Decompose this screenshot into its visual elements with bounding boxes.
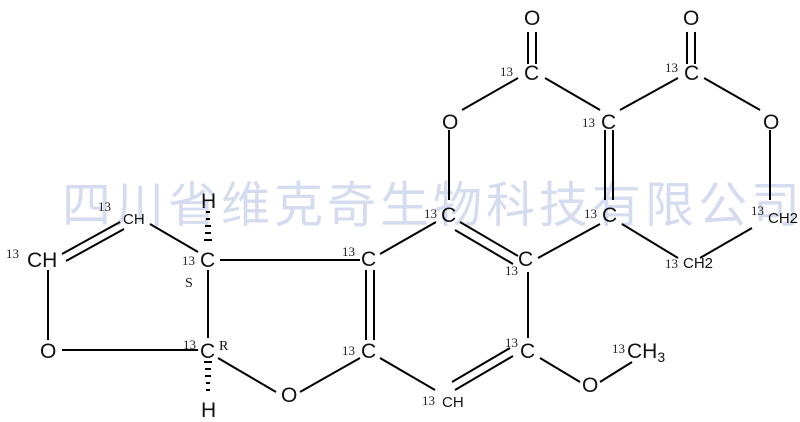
atom-c-ring-c: C	[361, 248, 376, 271]
atom-c-ring-d: C	[361, 340, 376, 363]
atom-c-r: C	[200, 340, 215, 363]
atom-c-s: C	[200, 249, 215, 272]
atom-o-ring-right: O	[763, 111, 779, 134]
isotope-label: 13	[505, 263, 518, 278]
isotope-label: 13	[342, 343, 355, 358]
atom-ch-furan-left: CH	[27, 249, 57, 272]
isotope-label: 13	[6, 246, 19, 261]
atom-c-ring-a: C	[601, 111, 616, 134]
atom-ch2-bottom: CH2	[683, 255, 713, 272]
atom-ch-bottom: CH	[442, 394, 464, 411]
atom-o-furan-bridge: O	[281, 384, 297, 407]
atom-c-carbonyl-right: C	[684, 62, 699, 85]
stereo-label-s: S	[185, 276, 193, 291]
atom-ch-furan-top: CH	[123, 211, 145, 228]
isotope-label: 13	[182, 253, 195, 268]
isotope-label: 13	[751, 203, 764, 218]
atom-o-ring-left: O	[442, 111, 458, 134]
isotope-label: 13	[612, 341, 625, 356]
isotope-label: 13	[584, 206, 597, 221]
atom-o-furan: O	[40, 340, 56, 363]
atom-c-carbonyl-left: C	[524, 62, 539, 85]
hashed-wedge-bonds	[204, 211, 212, 391]
isotope-label: 13	[424, 206, 437, 221]
atom-o-methoxy: O	[582, 374, 598, 397]
atom-o-top-left: O	[524, 7, 540, 30]
isotope-label: 13	[422, 393, 435, 408]
isotope-label: 13	[505, 335, 518, 350]
atom-ch3: CH3	[627, 340, 665, 365]
ch3-main: CH	[627, 340, 657, 363]
isotope-label: 13	[665, 256, 678, 271]
atom-c-ring-b: C	[518, 248, 533, 271]
isotope-label: 13	[500, 64, 513, 79]
ch3-subscript: 3	[657, 349, 665, 365]
isotope-label: 13	[582, 115, 595, 130]
atom-c-fused-mid: C	[602, 204, 617, 227]
isotope-label: 13	[665, 60, 678, 75]
isotope-label: 13	[98, 199, 111, 214]
atom-ch2-right: CH2	[768, 210, 798, 227]
isotope-label: 13	[342, 244, 355, 259]
atom-c-methoxy: C	[520, 340, 535, 363]
stereo-label-r: R	[219, 339, 229, 354]
atom-c-fused-top: C	[441, 204, 456, 227]
isotope-label: 13	[183, 337, 196, 352]
atom-h-bottom: H	[201, 399, 216, 422]
atom-o-top-right: O	[683, 7, 699, 30]
bonds	[47, 32, 771, 393]
atom-h-top: H	[201, 190, 216, 213]
